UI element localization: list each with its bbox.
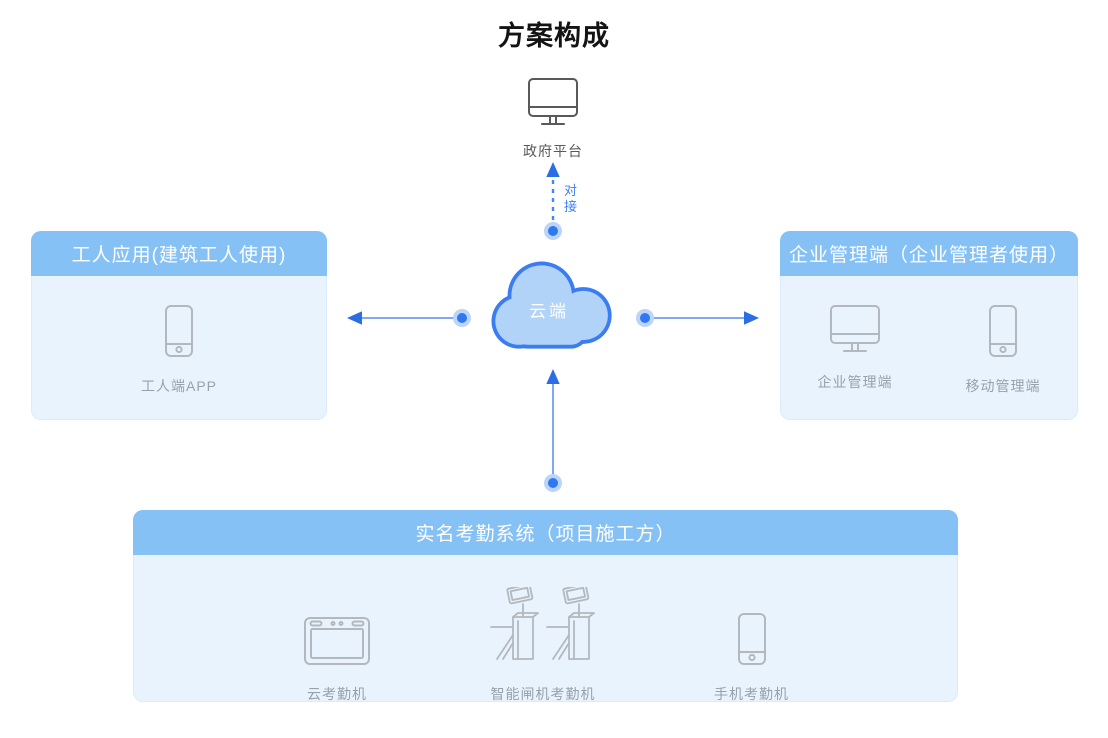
attendance-system-panel: 实名考勤系统（项目施工方） 云考勤机 — [133, 510, 958, 702]
gate-attendance-machine-icon — [487, 583, 599, 672]
enterprise-panel: 企业管理端（企业管理者使用） 企业管理端 — [780, 231, 1078, 420]
cloud-attendance-machine-icon — [302, 615, 372, 672]
worker-app-panel-title: 工人应用(建筑工人使用) — [31, 231, 327, 276]
cloud-node: 云端 — [483, 253, 623, 359]
worker-app-panel-body: 工人端APP — [32, 276, 326, 396]
monitor-icon — [526, 76, 580, 133]
enterprise-desktop-device: 企业管理端 — [800, 303, 910, 392]
cloud-icon — [491, 261, 612, 349]
cloud-attendance-device: 云考勤机 — [302, 615, 372, 704]
enterprise-mobile-device: 移动管理端 — [948, 303, 1058, 396]
worker-app-panel: 工人应用(建筑工人使用) 工人端APP — [31, 231, 327, 420]
device-label: 手机考勤机 — [714, 686, 789, 702]
enterprise-panel-body: 企业管理端 移动管理端 — [781, 276, 1077, 396]
arrow-from-bottom-panel — [544, 369, 562, 492]
enterprise-panel-title: 企业管理端（企业管理者使用） — [780, 231, 1078, 276]
device-label: 企业管理端 — [817, 374, 893, 390]
arrow-to-right-panel — [636, 309, 759, 327]
link-label: 对接 — [563, 183, 577, 214]
device-label: 移动管理端 — [965, 378, 1041, 394]
government-platform-node: 政府平台 — [493, 76, 613, 161]
gate-attendance-device: 智能闸机考勤机 — [487, 583, 599, 704]
worker-app-device: 工人端APP — [141, 303, 217, 396]
phone-attendance-machine-icon — [734, 611, 770, 672]
phone-attendance-device: 手机考勤机 — [714, 611, 789, 704]
device-label: 工人端APP — [140, 378, 217, 394]
device-label: 智能闸机考勤机 — [490, 686, 596, 702]
phone-icon — [985, 303, 1021, 364]
cloud-label: 云端 — [529, 302, 569, 321]
monitor-icon — [828, 303, 882, 360]
attendance-system-panel-title: 实名考勤系统（项目施工方） — [133, 510, 958, 555]
page-title: 方案构成 — [498, 21, 610, 51]
dashed-arrow-to-government — [544, 162, 562, 240]
arrow-to-left-panel — [347, 309, 471, 327]
device-label: 云考勤机 — [307, 686, 367, 702]
phone-icon — [161, 303, 197, 364]
attendance-system-panel-body: 云考勤机 — [134, 555, 957, 704]
government-platform-label: 政府平台 — [523, 143, 583, 159]
